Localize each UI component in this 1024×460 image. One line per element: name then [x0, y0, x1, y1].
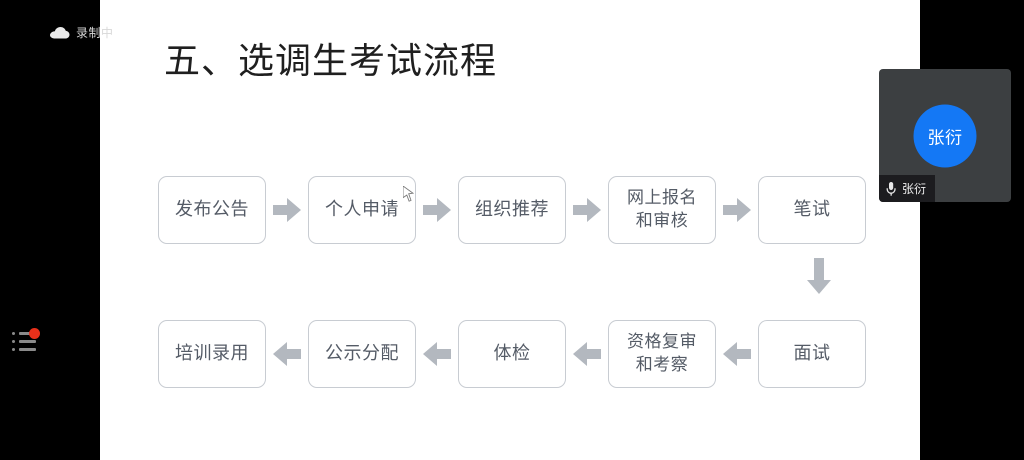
flow-arrow-slot	[266, 176, 308, 244]
list-line	[19, 348, 36, 351]
flow-arrow-slot	[566, 176, 608, 244]
list-icon-row	[12, 340, 36, 343]
list-line	[19, 332, 36, 335]
participant-video-tile[interactable]: 张衍 张衍	[879, 69, 1011, 202]
flow-row-2: 培训录用 公示分配 体检	[100, 314, 920, 394]
participant-name: 张衍	[902, 181, 927, 196]
mouse-cursor-icon	[402, 185, 415, 202]
flow-arrow-slot	[266, 320, 308, 388]
flow-box-label: 网上报名 和审核	[627, 187, 697, 233]
flow-box-gongshi-fenpei[interactable]: 公示分配	[308, 320, 416, 388]
flow-arrow-slot	[416, 320, 458, 388]
list-bullet-dot	[12, 348, 15, 351]
flow-box-geren-shenqing[interactable]: 个人申请	[308, 176, 416, 244]
list-line	[19, 340, 36, 343]
arrow-right-icon	[723, 197, 751, 223]
list-icon-row	[12, 332, 36, 335]
list-icon-rows	[12, 332, 36, 356]
arrow-right-icon	[573, 197, 601, 223]
arrow-left-icon	[723, 341, 751, 367]
arrow-left-icon	[423, 341, 451, 367]
flow-box-fabu-gonggao[interactable]: 发布公告	[158, 176, 266, 244]
flow-row-1: 发布公告 个人申请 组织推荐	[100, 170, 920, 250]
avatar: 张衍	[913, 104, 977, 167]
flow-box-label: 面试	[793, 343, 831, 364]
list-bullet-dot	[12, 340, 15, 343]
notification-badge-dot	[29, 328, 40, 339]
participant-name-badge: 张衍	[879, 175, 936, 202]
flow-box-zige-fushen[interactable]: 资格复审 和考察	[608, 320, 716, 388]
recording-indicator: 录制中	[50, 27, 114, 39]
flow-box-zuzhi-tuijian[interactable]: 组织推荐	[458, 176, 566, 244]
arrow-left-icon	[273, 341, 301, 367]
flow-box-label: 发布公告	[175, 199, 249, 220]
list-bullet-dot	[12, 332, 15, 335]
flow-box-bishi[interactable]: 笔试	[758, 176, 866, 244]
arrow-left-icon	[573, 341, 601, 367]
flow-box-label: 公示分配	[325, 343, 399, 364]
shared-slide: 五、选调生考试流程 发布公告 个人申请	[100, 0, 920, 460]
arrow-down-icon	[806, 258, 832, 294]
flow-box-label: 体检	[493, 343, 531, 364]
cloud-icon	[50, 27, 70, 39]
flow-arrow-slot	[566, 320, 608, 388]
arrow-right-icon	[423, 197, 451, 223]
flow-box-tijian[interactable]: 体检	[458, 320, 566, 388]
flow-box-label: 笔试	[793, 199, 831, 220]
flow-box-label-line2: 和考察	[635, 355, 689, 375]
flow-box-wangshang-baoming[interactable]: 网上报名 和审核	[608, 176, 716, 244]
arrow-right-icon	[273, 197, 301, 223]
flow-arrow-slot	[716, 320, 758, 388]
microphone-icon[interactable]	[885, 181, 897, 197]
list-icon-row	[12, 348, 36, 351]
avatar-initials: 张衍	[927, 128, 963, 148]
flow-box-label: 组织推荐	[475, 199, 549, 220]
flow-box-label-line1: 网上报名	[627, 188, 697, 208]
flow-arrow-slot	[416, 176, 458, 244]
flow-box-label: 资格复审 和考察	[627, 331, 697, 377]
flow-box-label-line1: 资格复审	[627, 332, 697, 352]
flow-box-mianshi[interactable]: 面试	[758, 320, 866, 388]
flow-box-label-line2: 和审核	[635, 211, 689, 231]
flow-box-peixun-luyong[interactable]: 培训录用	[158, 320, 266, 388]
flow-arrow-slot	[716, 176, 758, 244]
recording-label: 录制中	[76, 26, 114, 40]
page-title: 五、选调生考试流程	[164, 41, 498, 82]
flow-box-label: 个人申请	[325, 199, 399, 220]
flow-box-label: 培训录用	[175, 343, 249, 364]
bulleted-list-icon[interactable]	[10, 328, 44, 362]
